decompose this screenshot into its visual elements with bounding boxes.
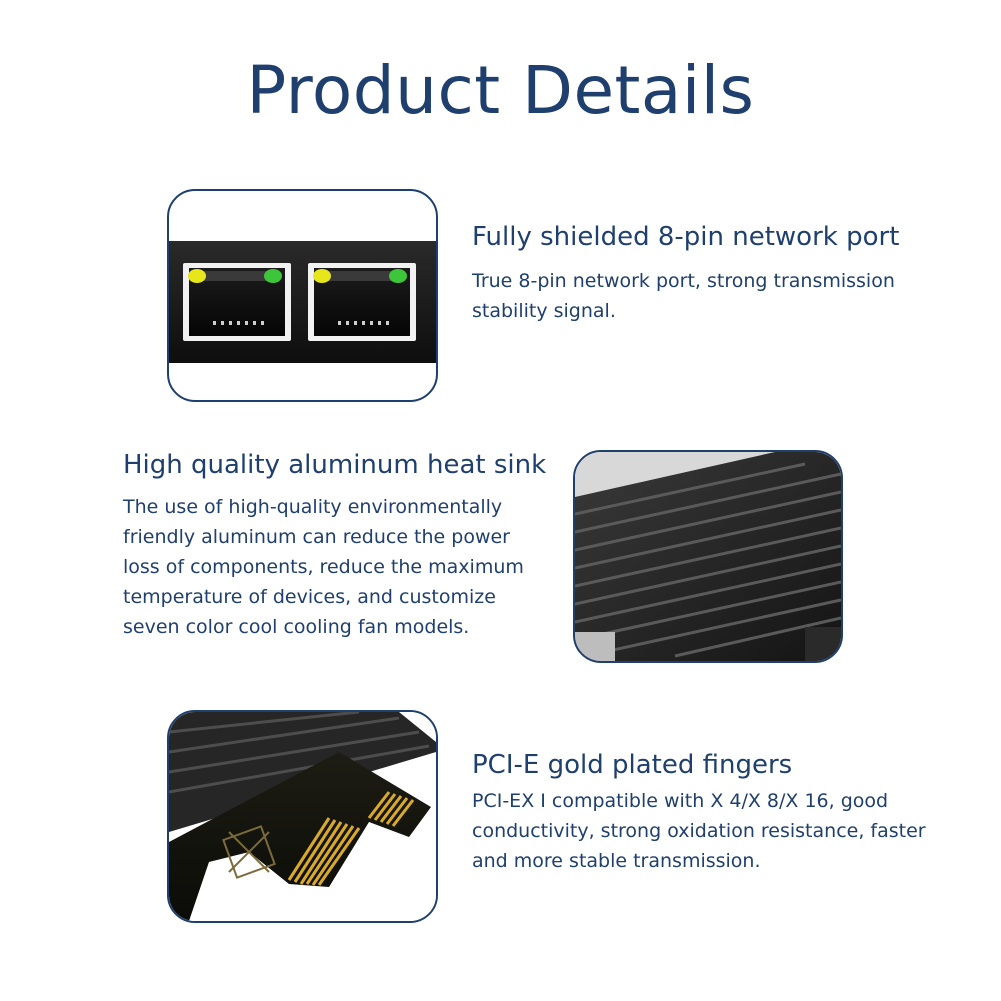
feature-heading-network-port: Fully shielded 8-pin network port xyxy=(472,222,900,252)
feature-desc-heat-sink: The use of high-quality environmentally … xyxy=(123,496,524,638)
feature-heading-heat-sink: High quality aluminum heat sink xyxy=(123,450,547,480)
rj45-ports-photo xyxy=(167,189,438,402)
page-title: Product Details xyxy=(246,52,755,129)
feature-desc-gold-fingers: PCI-EX I compatible with X 4/X 8/X 16, g… xyxy=(472,790,926,872)
feature-heading-gold-fingers: PCI-E gold plated fingers xyxy=(472,750,793,780)
rj45-port-1 xyxy=(183,263,291,341)
gold-fingers-photo xyxy=(167,710,438,923)
rj45-port-2 xyxy=(308,263,416,341)
feature-desc-network-port: True 8-pin network port, strong transmis… xyxy=(472,270,895,322)
heat-sink-photo xyxy=(573,450,843,663)
